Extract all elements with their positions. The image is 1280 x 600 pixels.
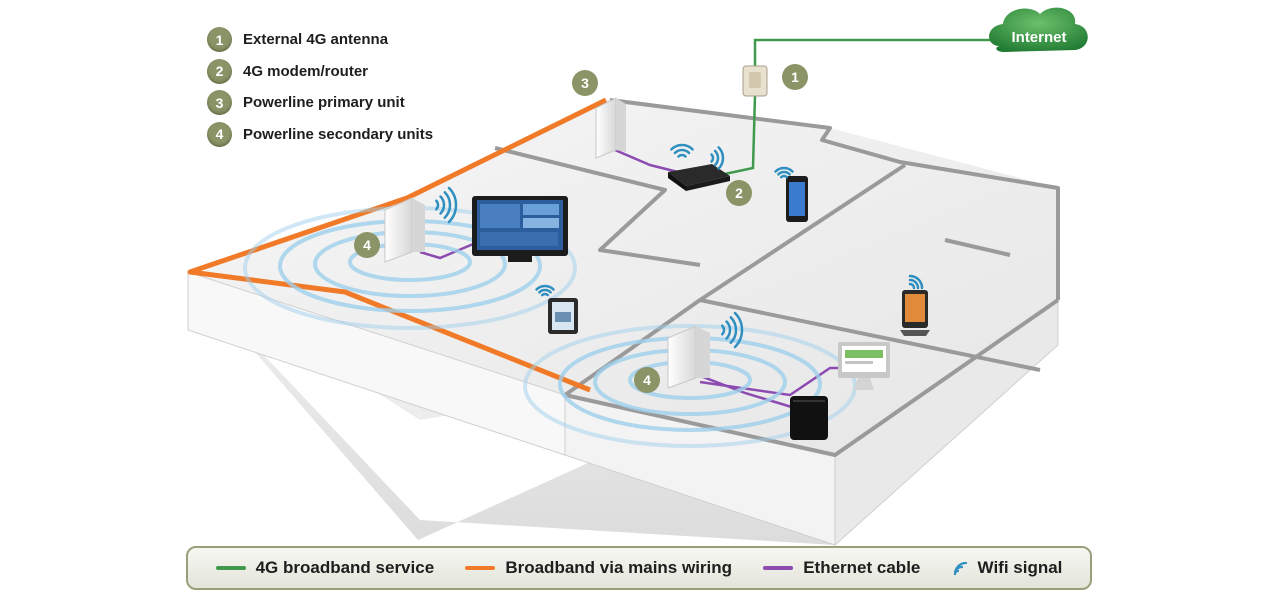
wifi-icon-phone	[774, 166, 794, 179]
legend-label: Wifi signal	[977, 558, 1063, 577]
component-key: 1 External 4G antenna 2 4G modem/router …	[207, 24, 433, 150]
wifi-icon-router-right	[710, 146, 725, 170]
key-item: 4 Powerline secondary units	[207, 119, 433, 151]
marker-secondary-right: 4	[634, 367, 660, 393]
marker-antenna-label: 1	[791, 69, 799, 85]
marker-antenna: 1	[782, 64, 808, 90]
key-item: 3 Powerline primary unit	[207, 87, 433, 119]
service-line-router	[719, 94, 757, 177]
tablet-device	[548, 298, 578, 334]
legend-swatch-green	[215, 566, 246, 570]
key-label: Powerline secondary units	[243, 125, 434, 143]
console-device	[790, 396, 828, 440]
key-number: 2	[207, 58, 232, 84]
legend-swatch-purple	[763, 566, 794, 570]
legend-label: Ethernet cable	[803, 558, 921, 577]
marker-router-label: 2	[735, 185, 743, 201]
powerline-secondary-unit-right	[667, 325, 710, 389]
desktop-device	[838, 342, 890, 390]
key-number: 3	[207, 90, 232, 116]
key-item: 1 External 4G antenna	[207, 24, 433, 56]
marker-primary: 3	[572, 70, 598, 96]
back-wall	[609, 98, 1060, 300]
interior-walls	[494, 98, 1060, 457]
legend-label: Broadband via mains wiring	[505, 558, 733, 577]
wifi-icon-phone-dock	[908, 274, 924, 290]
router-device	[668, 164, 730, 191]
key-number: 1	[207, 27, 232, 53]
wifi-icon-tablet	[535, 284, 555, 297]
key-number: 4	[207, 121, 232, 147]
wifi-icon	[953, 561, 967, 576]
key-label: 4G modem/router	[243, 62, 369, 80]
marker-secondary-right-label: 4	[643, 372, 651, 388]
legend-label: 4G broadband service	[255, 558, 435, 577]
antenna-device	[742, 65, 768, 97]
powerline-primary-unit	[595, 97, 626, 159]
room-divider-right	[944, 238, 1011, 257]
key-label: Powerline primary unit	[243, 94, 405, 112]
legend-item-ethernet: Ethernet cable	[763, 558, 920, 578]
legend-item-mains: Broadband via mains wiring	[465, 558, 732, 578]
ethernet-right-console	[689, 370, 796, 410]
marker-primary-label: 3	[581, 75, 589, 91]
legend-item-service: 4G broadband service	[215, 558, 435, 578]
wifi-icon-right-unit	[720, 311, 744, 349]
front-right-wall	[564, 298, 1060, 457]
line-legend: 4G broadband service Broadband via mains…	[186, 546, 1092, 590]
powerline-secondary-unit-left	[384, 197, 425, 263]
tv-device	[472, 196, 568, 262]
marker-secondary-left-label: 4	[363, 237, 371, 253]
wifi-icon-router-left	[670, 143, 694, 158]
legend-swatch-orange	[465, 566, 496, 570]
wifi-icon-left-unit	[434, 186, 458, 224]
cloud-label: Internet	[1011, 29, 1066, 46]
key-item: 2 4G modem/router	[207, 56, 433, 88]
internet-cloud: Internet	[989, 7, 1088, 52]
service-line	[753, 38, 995, 78]
marker-router: 2	[726, 180, 752, 206]
marker-secondary-left: 4	[354, 232, 380, 258]
phone-device	[786, 176, 808, 222]
room-divider-top	[494, 146, 701, 267]
ethernet-left-tv	[419, 240, 479, 260]
phone-dock-device	[900, 290, 930, 336]
key-label: External 4G antenna	[243, 31, 389, 49]
right-room-wall	[699, 298, 1041, 372]
mains-wiring-line	[187, 97, 608, 393]
legend-item-wifi: Wifi signal	[952, 558, 1063, 578]
